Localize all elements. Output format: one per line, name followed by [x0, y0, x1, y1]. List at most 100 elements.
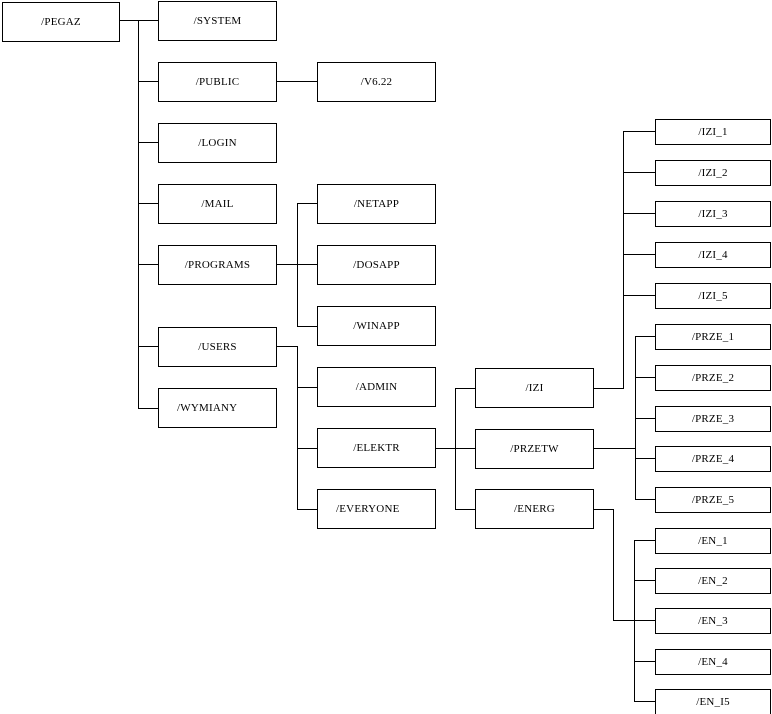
node-label: /USERS — [198, 340, 237, 353]
connector-elektr-izi — [455, 388, 475, 389]
connector-energ-en2 — [634, 580, 655, 581]
connector-users-everyone — [297, 509, 317, 510]
node-label: /PRZETW — [510, 442, 559, 455]
node-label: /PRZE_5 — [691, 493, 735, 506]
node-label: /PROGRAMS — [184, 258, 251, 271]
node-label: /IZI_4 — [698, 248, 728, 261]
connector-energ-en5 — [634, 701, 655, 702]
node-energ[interactable]: /ENERG — [475, 489, 594, 529]
node-dosapp[interactable]: /DOSAPP — [317, 245, 436, 285]
connector-izi-izi5 — [623, 295, 655, 296]
connector-izi-izi2 — [623, 172, 655, 173]
node-users[interactable]: /USERS — [158, 327, 277, 367]
node-label: /EN_2 — [698, 574, 728, 587]
connector-energ-drop — [613, 509, 614, 620]
connector-root-system — [138, 20, 158, 21]
node-elektr[interactable]: /ELEKTR — [317, 428, 436, 468]
node-en-3[interactable]: /EN_3 — [655, 608, 771, 634]
node-netapp[interactable]: /NETAPP — [317, 184, 436, 224]
connector-elektr-przetw — [455, 448, 475, 449]
connector-programs-dosapp — [297, 264, 317, 265]
connector-root-public — [138, 81, 158, 82]
node-prze-2[interactable]: /PRZE_2 — [655, 365, 771, 391]
node-system[interactable]: /SYSTEM — [158, 1, 277, 41]
node-label: /EN_3 — [698, 614, 728, 627]
node-label: /MAIL — [201, 197, 234, 210]
connector-users-admin — [297, 387, 317, 388]
node-izi-5[interactable]: /IZI_5 — [655, 283, 771, 309]
connector-root-programs — [138, 264, 158, 265]
connector-energ-en3 — [634, 620, 655, 621]
connector-programs-netapp — [297, 203, 317, 204]
node-wymiany[interactable]: /WYMIANY — [158, 388, 277, 428]
node-label: /EVERYONE — [336, 502, 400, 515]
connector-izi-stub — [594, 388, 623, 389]
node-prze-3[interactable]: /PRZE_3 — [655, 406, 771, 432]
node-label: /PUBLIC — [195, 75, 240, 88]
connector-root-users — [138, 346, 158, 347]
connector-przetw-prze5 — [635, 499, 655, 500]
node-everyone[interactable]: /EVERYONE — [317, 489, 436, 529]
node-prze-4[interactable]: /PRZE_4 — [655, 446, 771, 472]
node-prze-1[interactable]: /PRZE_1 — [655, 324, 771, 350]
node-label: /IZI_3 — [698, 207, 728, 220]
connector-users-stub — [277, 346, 297, 347]
connector-programs-winapp — [297, 326, 317, 327]
node-label: /EN_1 — [698, 534, 728, 547]
connector-root-mail — [138, 203, 158, 204]
connector-root-wymiany — [138, 408, 158, 409]
node-programs[interactable]: /PROGRAMS — [158, 245, 277, 285]
node-pegaz[interactable]: /PEGAZ — [2, 2, 120, 42]
connector-root-stub — [120, 20, 138, 21]
node-label: /IZI_2 — [698, 166, 728, 179]
node-mail[interactable]: /MAIL — [158, 184, 277, 224]
node-label: /ELEKTR — [353, 441, 400, 454]
connector-elektr-trunk — [455, 388, 456, 510]
connector-energ-en4 — [634, 661, 655, 662]
connector-izi-izi4 — [623, 254, 655, 255]
connector-przetw-prze4 — [635, 458, 655, 459]
node-admin[interactable]: /ADMIN — [317, 367, 436, 407]
node-izi-2[interactable]: /IZI_2 — [655, 160, 771, 186]
node-prze-5[interactable]: /PRZE_5 — [655, 487, 771, 513]
node-label: /PRZE_3 — [691, 412, 735, 425]
node-label: /PRZE_4 — [691, 452, 735, 465]
connector-elektr-stub — [436, 448, 455, 449]
node-en-1[interactable]: /EN_1 — [655, 528, 771, 554]
node-izi-3[interactable]: /IZI_3 — [655, 201, 771, 227]
connector-przetw-stub — [594, 448, 635, 449]
node-label: /LOGIN — [198, 136, 237, 149]
node-label: /IZI — [525, 381, 544, 394]
node-label: /WINAPP — [353, 319, 400, 332]
node-label: /PRZE_1 — [691, 330, 735, 343]
node-label: /NETAPP — [353, 197, 400, 210]
connector-elektr-energ — [455, 509, 475, 510]
connector-energ-en1 — [634, 540, 655, 541]
connector-przetw-trunk — [635, 336, 636, 499]
node-izi[interactable]: /IZI — [475, 368, 594, 408]
node-label: /PEGAZ — [41, 15, 81, 28]
node-public[interactable]: /PUBLIC — [158, 62, 277, 102]
node-en-4[interactable]: /EN_4 — [655, 649, 771, 675]
node-izi-4[interactable]: /IZI_4 — [655, 242, 771, 268]
node-przetw[interactable]: /PRZETW — [475, 429, 594, 469]
connector-root-login — [138, 142, 158, 143]
connector-users-trunk-upper — [297, 346, 298, 387]
connector-programs-stub — [277, 264, 297, 265]
node-izi-1[interactable]: /IZI_1 — [655, 119, 771, 145]
node-label: /ADMIN — [355, 380, 398, 393]
node-label: /ENERG — [514, 502, 555, 515]
node-label: /WYMIANY — [177, 401, 238, 414]
node-en-2[interactable]: /EN_2 — [655, 568, 771, 594]
connector-izi-trunk — [623, 131, 624, 389]
node-winapp[interactable]: /WINAPP — [317, 306, 436, 346]
connector-izi-izi1 — [623, 131, 655, 132]
node-en-5[interactable]: /EN_I5 — [655, 689, 771, 714]
connector-energ-stub — [594, 509, 613, 510]
node-login[interactable]: /LOGIN — [158, 123, 277, 163]
node-label: /SYSTEM — [193, 14, 242, 27]
node-label: /PRZE_2 — [691, 371, 735, 384]
node-v622[interactable]: /V6.22 — [317, 62, 436, 102]
connector-energ-cross — [613, 620, 635, 621]
